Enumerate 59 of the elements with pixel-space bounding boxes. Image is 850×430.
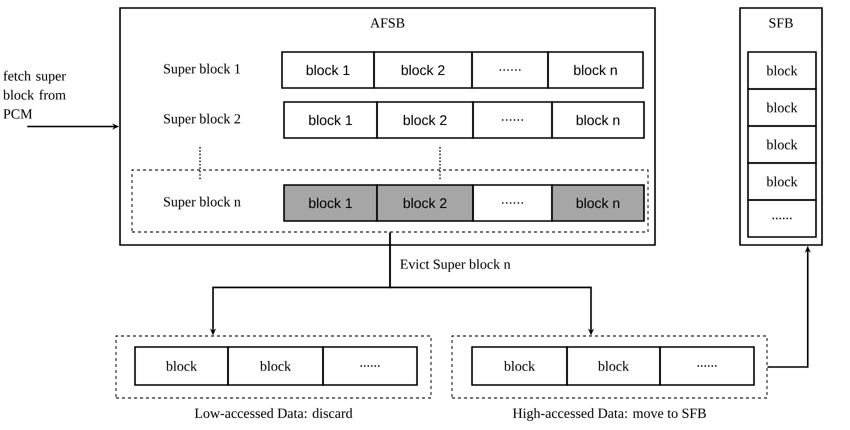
edge-label: fetch super block from PCM bbox=[3, 70, 66, 119]
cell-label: block bbox=[504, 361, 536, 371]
cell-label: ...... bbox=[502, 202, 523, 204]
row-label: Super block n bbox=[164, 196, 241, 210]
cell-label: ...... bbox=[697, 365, 717, 367]
block-cell bbox=[551, 101, 645, 139]
block-cell bbox=[376, 184, 474, 222]
block-cell bbox=[471, 346, 568, 386]
dashed-group-box bbox=[116, 336, 432, 398]
block-cell bbox=[373, 51, 473, 89]
cell-label: ...... bbox=[360, 365, 380, 367]
cell-label: block 1 bbox=[309, 114, 352, 126]
cell-label: block n bbox=[576, 198, 620, 208]
block-cell bbox=[283, 101, 378, 139]
cell-label: block 2 bbox=[404, 198, 446, 208]
block-cell bbox=[551, 184, 645, 222]
frame-box bbox=[119, 7, 656, 246]
block-cell bbox=[283, 184, 378, 222]
block-cell bbox=[747, 199, 817, 238]
block-cell bbox=[471, 51, 549, 89]
cell-label: block bbox=[766, 176, 798, 186]
cell-label: block 1 bbox=[306, 64, 350, 76]
dashed-group-box bbox=[452, 336, 768, 398]
node-label: Low-accessed Data: discard bbox=[194, 408, 352, 418]
cell-label: ...... bbox=[772, 218, 792, 220]
block-cell bbox=[747, 51, 817, 90]
cell-label: block 1 bbox=[309, 198, 352, 208]
row-label: Super block 1 bbox=[164, 64, 240, 76]
block-cell bbox=[227, 346, 324, 386]
cell-label: block 2 bbox=[404, 114, 446, 126]
block-cell bbox=[747, 162, 817, 201]
edge-label: Evict Super block n bbox=[398, 258, 512, 273]
box-title: SFB bbox=[770, 18, 793, 28]
block-cell bbox=[547, 51, 644, 89]
cell-label: ...... bbox=[502, 119, 523, 121]
block-cell bbox=[376, 101, 474, 139]
block-cell bbox=[134, 346, 229, 386]
block-cell bbox=[659, 346, 755, 386]
cell-label: block 2 bbox=[402, 64, 444, 76]
cell-label: block n bbox=[574, 64, 617, 76]
frame-box bbox=[739, 7, 823, 246]
block-cell bbox=[747, 88, 817, 127]
cell-label: block bbox=[766, 102, 798, 112]
block-cell bbox=[472, 101, 553, 139]
cell-label: block bbox=[598, 361, 630, 371]
cell-label: block bbox=[766, 66, 798, 76]
block-cell bbox=[322, 346, 418, 386]
cell-label: ...... bbox=[500, 69, 520, 71]
box-title: AFSB bbox=[370, 18, 404, 28]
cell-label: block bbox=[260, 361, 292, 371]
block-cell bbox=[566, 346, 661, 386]
cell-label: block n bbox=[576, 114, 620, 126]
block-cell bbox=[281, 51, 375, 89]
cell-label: block bbox=[766, 140, 798, 150]
row-label: Super block 2 bbox=[164, 114, 240, 126]
dashed-group-box bbox=[132, 170, 648, 232]
block-cell bbox=[747, 125, 817, 164]
node-label: High-accessed Data: move to SFB bbox=[512, 408, 706, 421]
cell-label: block bbox=[166, 361, 198, 371]
